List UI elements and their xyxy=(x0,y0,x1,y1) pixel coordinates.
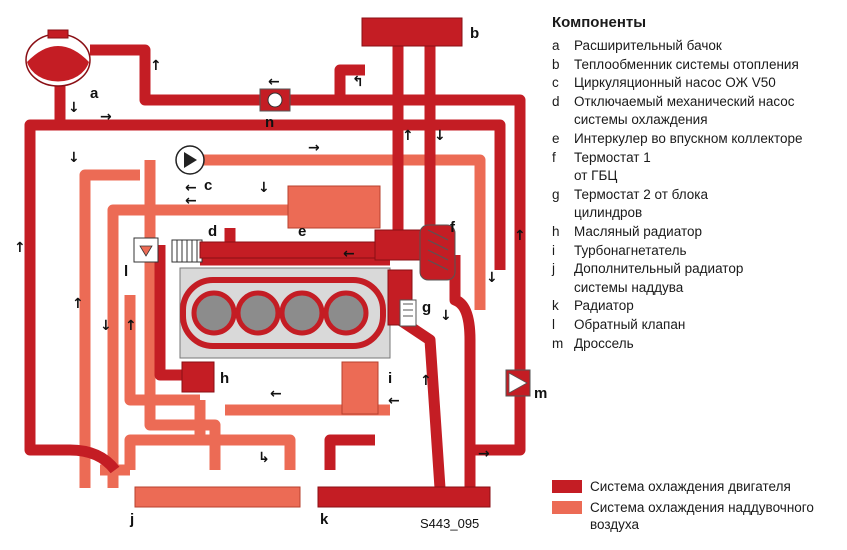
engine-block xyxy=(179,267,391,359)
check-valve xyxy=(133,237,159,263)
flow-arrow-up: ↑ xyxy=(150,58,162,74)
flow-arrow-down: ↓ xyxy=(68,100,80,116)
key-engine: Система охлаждения двигателя xyxy=(552,478,830,495)
flow-arrow-left: ← xyxy=(185,180,197,196)
flow-arrow-down: ↓ xyxy=(486,270,498,286)
flow-arrow-right: → xyxy=(100,109,112,125)
flow-arrow-down: ↓ xyxy=(100,318,112,334)
label-e: e xyxy=(298,223,306,240)
label-k: k xyxy=(320,511,329,528)
flow-arrow-down: ↓ xyxy=(68,150,80,166)
label-j: j xyxy=(129,511,134,528)
flow-arrow-up: ↑ xyxy=(514,228,526,244)
label-d: d xyxy=(208,223,217,240)
flow-arrow-right: → xyxy=(308,140,320,156)
flow-arrow-down: ↓ xyxy=(434,128,446,144)
flow-arrow-up: ↑ xyxy=(72,296,84,312)
flow-arrow-left: ← xyxy=(343,246,355,262)
flow-arrow-left: ← xyxy=(270,386,282,402)
label-g: g xyxy=(422,299,431,316)
label-c: c xyxy=(204,177,212,194)
thermostat-2 xyxy=(399,299,417,327)
expansion-tank xyxy=(25,29,91,87)
valve-n xyxy=(259,88,291,112)
key-boost: Система охлаждения наддувочного воздуха xyxy=(552,499,830,533)
flow-arrow-right: → xyxy=(478,446,490,462)
legend-title: Компоненты xyxy=(552,14,647,31)
flow-arrow-left: ← xyxy=(268,74,280,90)
oil-cooler xyxy=(181,361,215,393)
label-n: n xyxy=(265,114,274,131)
figure-code: S443_095 xyxy=(420,516,479,531)
flow-arrow-down: ↓ xyxy=(440,308,452,324)
label-b: b xyxy=(470,25,479,42)
throttle xyxy=(505,369,531,397)
intercooler xyxy=(287,185,381,229)
flow-arrow-turn: ↳ xyxy=(258,450,270,466)
flow-arrow-left: ← xyxy=(185,193,197,209)
flow-arrow-turn: ↰ xyxy=(352,74,364,90)
label-m: m xyxy=(534,385,547,402)
heater-core xyxy=(361,17,463,47)
flow-arrow-left: ← xyxy=(388,393,400,409)
label-f: f xyxy=(450,219,456,236)
flow-arrow-down: ↓ xyxy=(258,180,270,196)
color-key: Система охлаждения двигателя Система охл… xyxy=(552,478,830,537)
label-h: h xyxy=(220,370,229,387)
aux-boost-radiator xyxy=(134,486,301,508)
flow-arrow-up: ↑ xyxy=(420,373,432,389)
turbocharger xyxy=(341,361,379,415)
thermostat-1 xyxy=(419,224,456,281)
mechanical-pump xyxy=(171,239,391,263)
flow-arrow-up: ↑ xyxy=(14,240,26,256)
label-a: a xyxy=(90,85,99,102)
component-labels: a b c d e f g h i j k l m n S443_095 xyxy=(90,25,547,531)
label-l: l xyxy=(124,263,128,280)
swatch-engine xyxy=(552,480,582,493)
flow-arrow-up: ↑ xyxy=(402,128,414,144)
flow-arrow-up: ↑ xyxy=(125,318,137,334)
engine-circuit-pipes xyxy=(24,40,526,489)
swatch-boost xyxy=(552,501,582,514)
radiator xyxy=(317,486,491,508)
flow-arrows: ↑ ↓ → ← ↰ ↓ → ← ← ↓ ↑ ↓ ↑ ↑ ↓ ← ↑ ↓ ↑ ↓ … xyxy=(14,58,526,466)
label-i: i xyxy=(388,370,392,387)
circulation-pump xyxy=(175,145,205,175)
